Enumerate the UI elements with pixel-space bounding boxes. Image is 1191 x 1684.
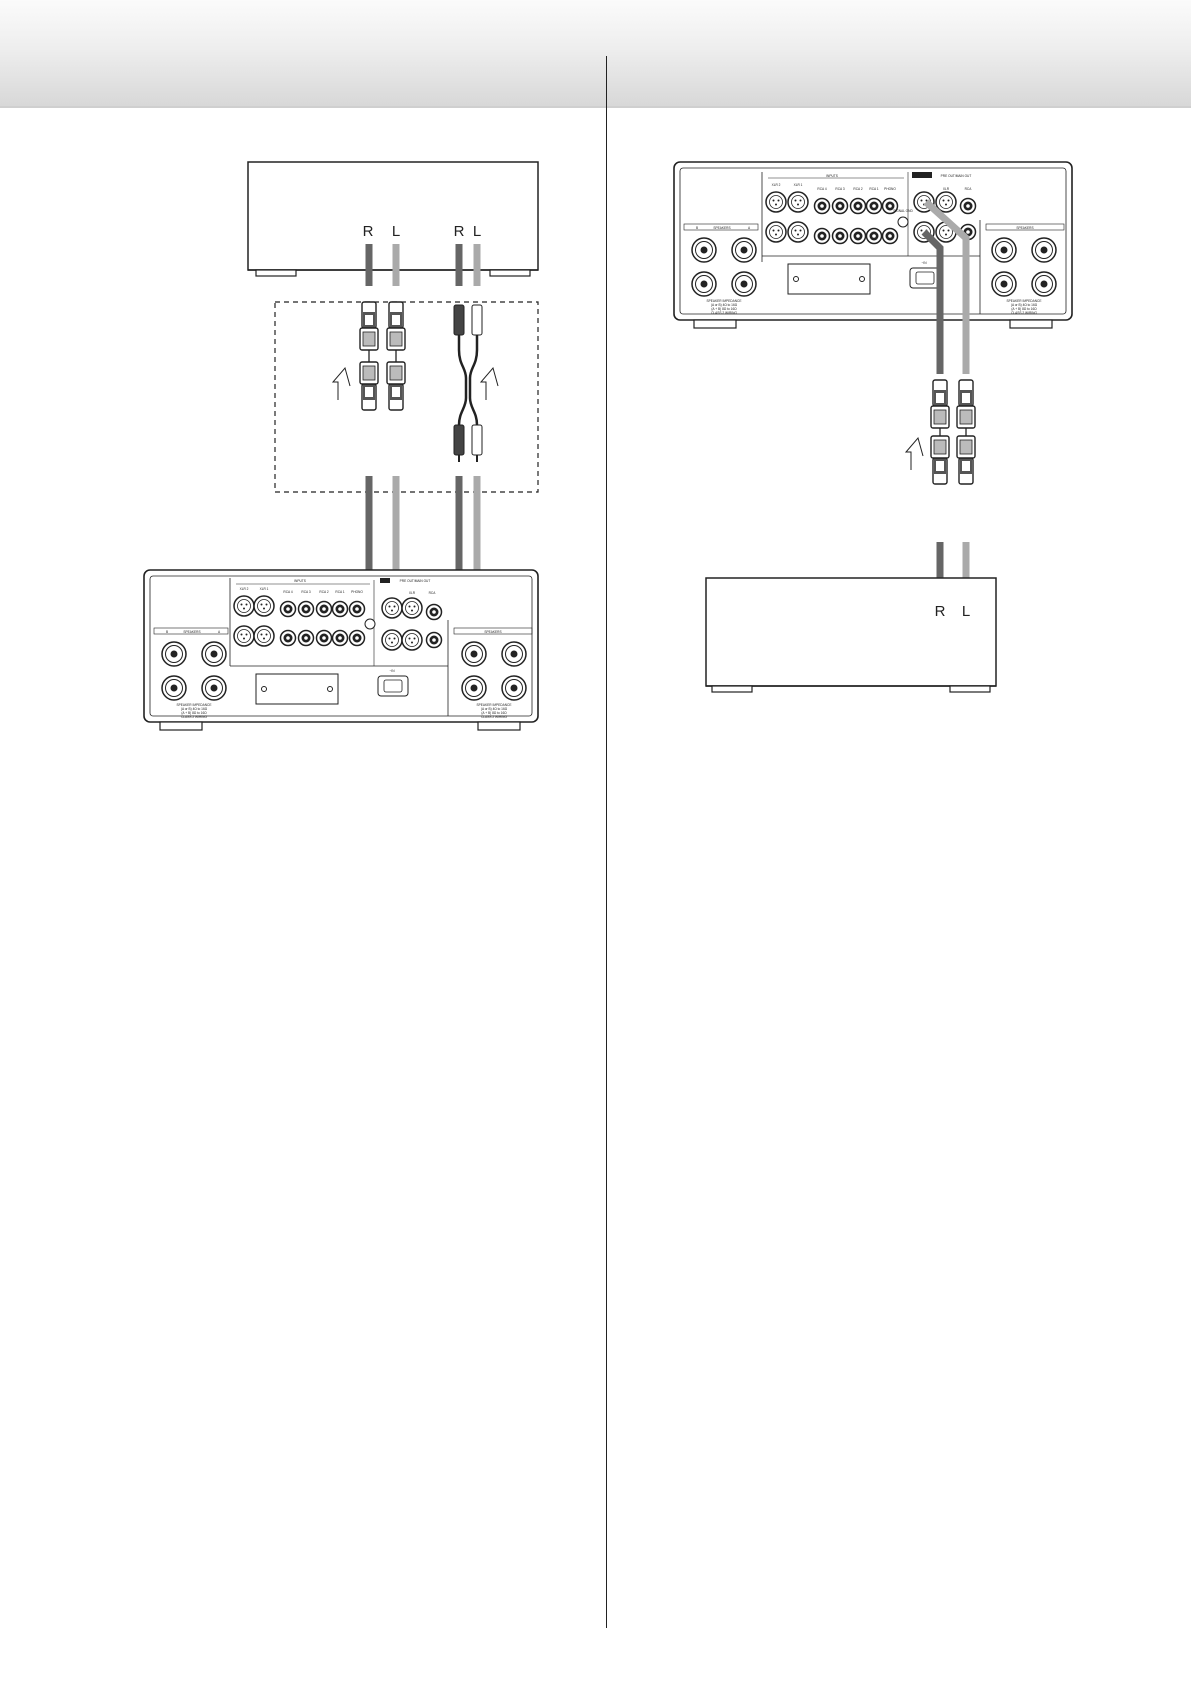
destination-component <box>705 577 997 693</box>
impedance-line-2: (A or B) 4Ω to 16Ω <box>481 707 508 711</box>
ac-in-label: ~IN <box>389 669 395 673</box>
impedance-line-3: (A + B) 8Ω to 16Ω <box>1011 307 1037 311</box>
rca3-label: RCA 3 <box>301 590 310 594</box>
speakers-a-label: A <box>748 226 751 230</box>
speakers-b-label: B <box>696 226 698 230</box>
speakers-b-label: B <box>166 630 168 634</box>
cable-arrow-icon <box>904 436 924 470</box>
impedance-line-4: CLASS 2 WIRING <box>1011 311 1037 315</box>
xlr-r-cable-route <box>921 229 944 374</box>
preout-rca-label: RCA <box>965 187 973 191</box>
signal-gnd-label: SIGNAL GND <box>893 209 913 213</box>
right-connection-diagram: INPUTS PRE OUT/MAIN OUT XLR 2 XLR 1 RCA … <box>673 161 1073 693</box>
dest-r-label: R <box>935 603 946 620</box>
xlr1-label: XLR 1 <box>260 587 269 591</box>
left-connection-diagram: R L R L <box>143 161 539 731</box>
impedance-line-1: SPEAKER IMPEDANCE <box>707 299 742 303</box>
speakers-title: SPEAKERS <box>1016 226 1033 230</box>
speakers-title: SPEAKERS <box>183 630 200 634</box>
inputs-title: INPUTS <box>826 174 838 178</box>
impedance-line-4: CLASS 2 WIRING <box>711 311 737 315</box>
impedance-line-4: CLASS 2 WIRING <box>481 715 507 719</box>
rca4-label: RCA 4 <box>283 590 292 594</box>
source-xlr-r-label: R <box>363 223 374 240</box>
impedance-line-2: (A or B) 4Ω to 16Ω <box>711 303 738 307</box>
rca2-label: RCA 2 <box>853 187 862 191</box>
preout-xlr-label: XLR <box>409 591 416 595</box>
xlr-l-cable-route <box>923 199 970 374</box>
impedance-line-3: (A + B) 8Ω to 16Ω <box>481 711 507 715</box>
page-header-band <box>0 0 1191 108</box>
rca3-label: RCA 3 <box>835 187 844 191</box>
preout-rca-label: RCA <box>429 591 437 595</box>
inputs-title: INPUTS <box>294 579 306 583</box>
xlr-cable-l <box>386 301 406 411</box>
ac-in-label: ~IN <box>921 261 927 265</box>
impedance-line-1: SPEAKER IMPEDANCE <box>1007 299 1042 303</box>
impedance-line-4: CLASS 2 WIRING <box>181 715 207 719</box>
xlr2-label: XLR 2 <box>240 587 249 591</box>
xlr-cable-r <box>930 379 950 485</box>
speakers-title: SPEAKERS <box>713 226 730 230</box>
dest-l-label: L <box>962 603 970 620</box>
impedance-line-3: (A + B) 8Ω to 16Ω <box>711 307 737 311</box>
source-rca-l-label: L <box>473 223 481 240</box>
speakers-title: SPEAKERS <box>484 630 501 634</box>
xlr-cable-r <box>359 301 379 411</box>
supplied-cables-box <box>274 301 539 493</box>
preout-xlr-label: XLR <box>943 187 950 191</box>
rca4-label: RCA 4 <box>817 187 826 191</box>
source-xlr-l-label: L <box>392 223 400 240</box>
preout-title: PRE OUT/MAIN OUT <box>941 174 972 178</box>
phono-label: PHONO <box>884 187 896 191</box>
amplifier-rear-panel: INPUTS PRE OUT/MAIN OUT XLR 2 XLR 1 RCA … <box>143 569 539 731</box>
impedance-line-1: SPEAKER IMPEDANCE <box>477 703 512 707</box>
impedance-line-2: (A or B) 4Ω to 16Ω <box>1011 303 1038 307</box>
impedance-line-3: (A + B) 8Ω to 16Ω <box>181 711 207 715</box>
xlr2-label: XLR 2 <box>772 183 781 187</box>
rca1-label: RCA 1 <box>335 590 344 594</box>
speakers-a-label: A <box>218 630 221 634</box>
rca1-label: RCA 1 <box>869 187 878 191</box>
amplifier-rear-panel: INPUTS PRE OUT/MAIN OUT XLR 2 XLR 1 RCA … <box>673 161 1073 329</box>
phono-label: PHONO <box>351 590 363 594</box>
cable-arrow-icon <box>331 366 351 400</box>
rca-cable <box>453 304 483 462</box>
impedance-line-1: SPEAKER IMPEDANCE <box>177 703 212 707</box>
rca2-label: RCA 2 <box>319 590 328 594</box>
column-divider <box>606 56 607 1628</box>
preout-title: PRE OUT/MAIN OUT <box>400 579 431 583</box>
xlr-cable-l <box>956 379 976 485</box>
cable-arrow-icon <box>479 366 499 400</box>
impedance-line-2: (A or B) 4Ω to 16Ω <box>181 707 208 711</box>
xlr1-label: XLR 1 <box>794 183 803 187</box>
source-rca-r-label: R <box>454 223 465 240</box>
